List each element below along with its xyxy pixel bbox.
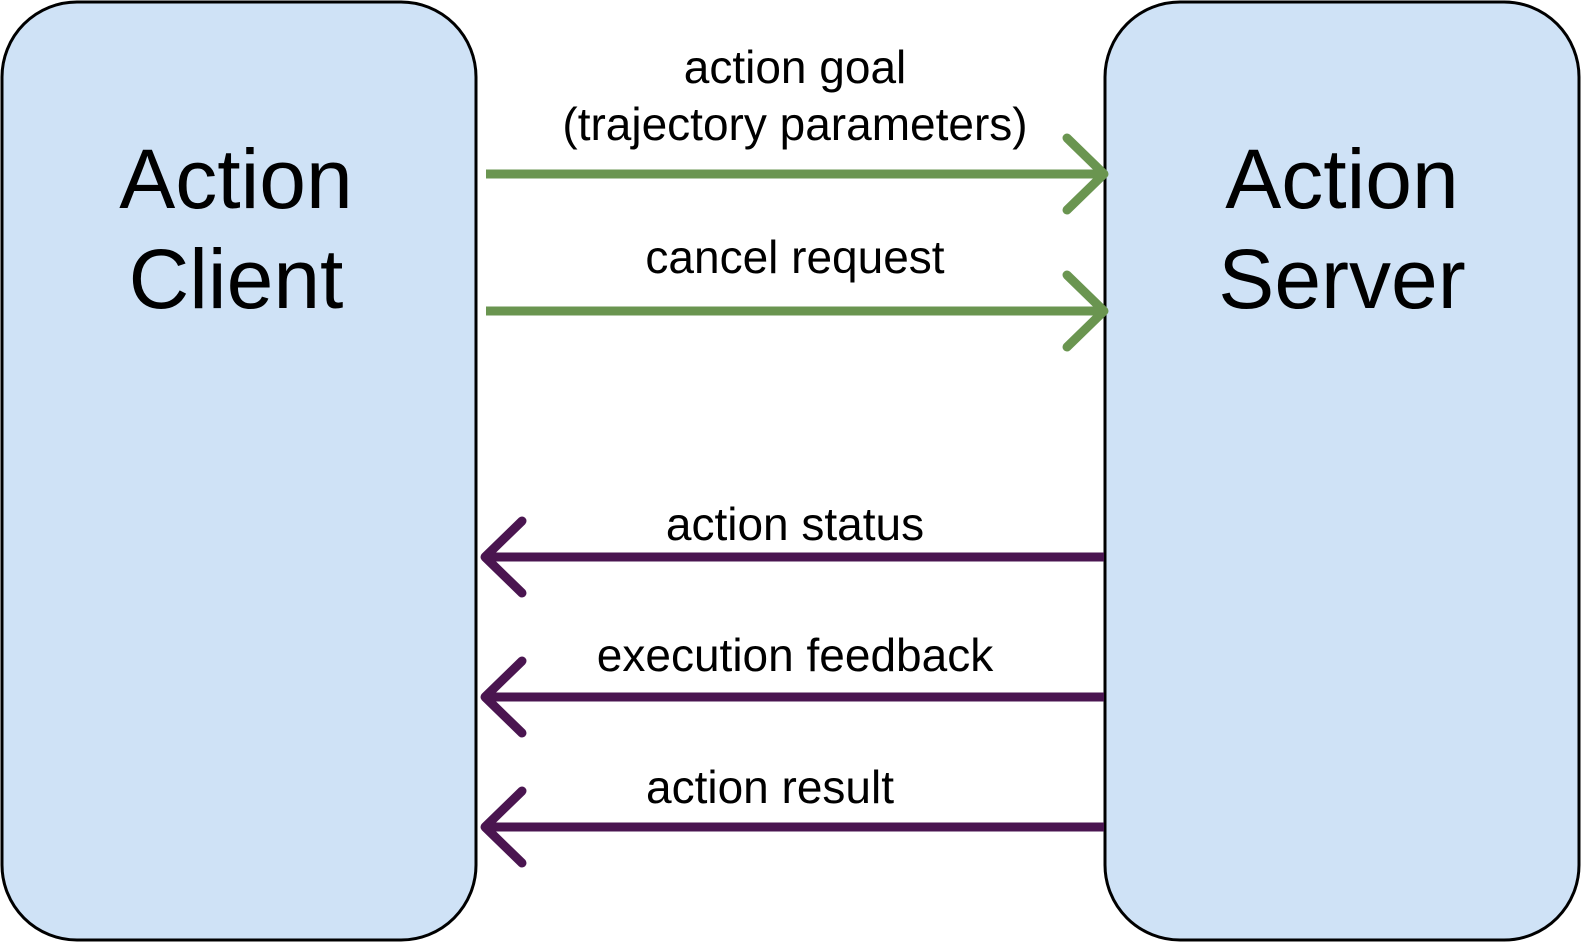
- edge-action-status: action status: [480, 498, 1104, 598]
- action-client-box: [0, 0, 478, 942]
- action-server-node: Action Server: [1103, 0, 1581, 942]
- edge-cancel-request-label: cancel request: [645, 231, 944, 283]
- edge-action-result: action result: [480, 761, 1104, 868]
- action-server-label-line2: Server: [1218, 232, 1465, 326]
- edge-action-goal: action goal (trajectory parameters): [486, 41, 1109, 215]
- action-server-label-line1: Action: [1225, 132, 1458, 226]
- action-client-label-line2: Client: [129, 232, 344, 326]
- arrow-right-icon: [1062, 133, 1109, 215]
- arrow-left-icon: [480, 656, 527, 738]
- edge-action-goal-label-line2: (trajectory parameters): [562, 98, 1027, 150]
- edge-action-goal-label-line1: action goal: [684, 41, 907, 93]
- arrow-right-icon: [1062, 270, 1109, 352]
- arrow-left-icon: [480, 516, 527, 598]
- edge-action-status-label: action status: [666, 498, 924, 550]
- edge-execution-feedback: execution feedback: [480, 629, 1104, 738]
- edge-action-result-label: action result: [646, 761, 894, 813]
- action-client-label-line1: Action: [119, 132, 352, 226]
- action-client-node: Action Client: [0, 0, 478, 942]
- arrow-left-icon: [480, 786, 527, 868]
- edge-execution-feedback-label: execution feedback: [597, 629, 994, 681]
- edge-cancel-request: cancel request: [486, 231, 1109, 352]
- action-server-box: [1103, 0, 1581, 942]
